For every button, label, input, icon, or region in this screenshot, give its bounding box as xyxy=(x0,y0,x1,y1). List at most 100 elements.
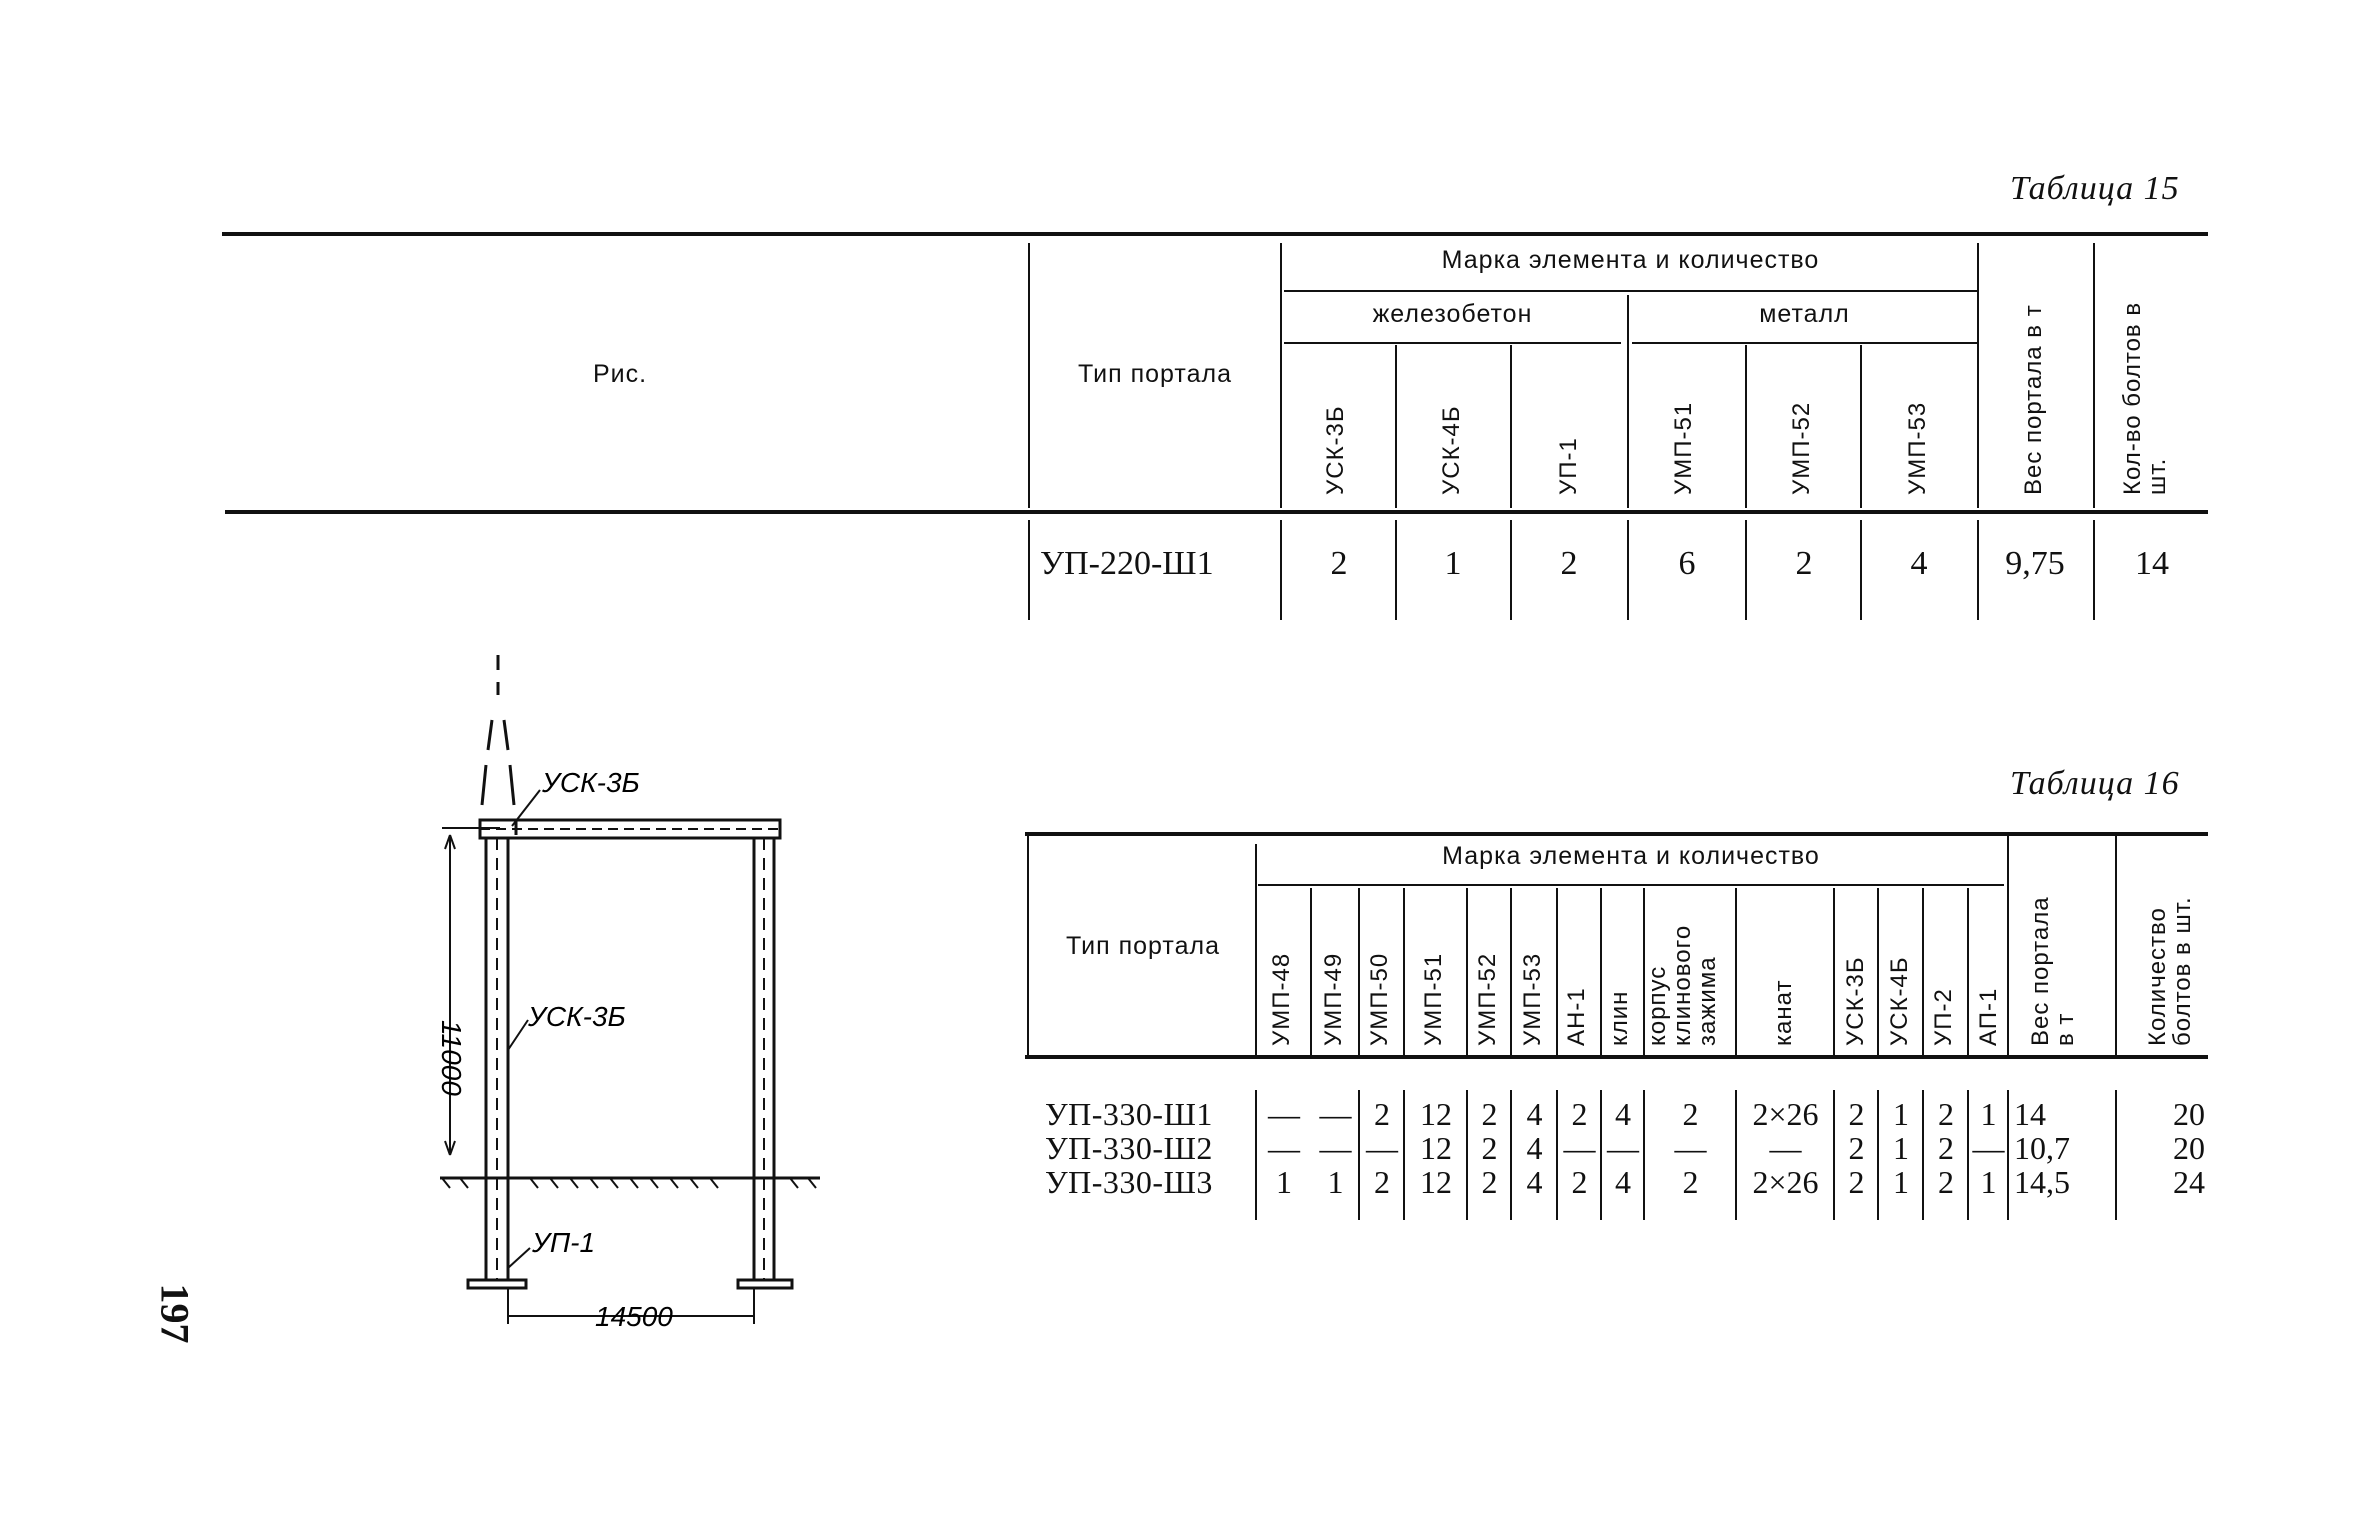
table16-element-header: корпус клинового зажима xyxy=(1644,886,1721,1046)
table16-cell: 1 xyxy=(1893,1164,1909,1200)
table16-vline xyxy=(1510,1090,1512,1220)
table16-cell: 1 xyxy=(1980,1164,1997,1200)
table16-bolts: 24 xyxy=(2173,1164,2205,1200)
table16-cell: 2 xyxy=(1848,1164,1865,1200)
table15-cell: 1 xyxy=(1444,545,1462,582)
table15-cell: 2 xyxy=(1330,545,1348,582)
table16-vline xyxy=(1466,888,1468,1056)
table16-vline xyxy=(1466,1090,1468,1220)
table16-vline xyxy=(1833,888,1835,1056)
table16-vline xyxy=(1967,888,1969,1056)
table16-cell: 2 xyxy=(1481,1164,1498,1200)
table16-vline xyxy=(1358,888,1360,1056)
table16-col-bolts: Количество болтов в шт. xyxy=(2144,836,2196,1046)
table16-cell: 12 xyxy=(1420,1096,1452,1132)
table15-vline xyxy=(1395,345,1397,508)
table15-element-header: УМП-53 xyxy=(1904,401,1931,495)
table16-element-header: УМП-48 xyxy=(1268,952,1295,1046)
table16-vline xyxy=(1643,1090,1645,1220)
table15-element-header: УМП-52 xyxy=(1788,401,1815,495)
table16-cell: 4 xyxy=(1615,1164,1631,1200)
table15-col-bolts: Кол-во болтов в шт. xyxy=(2119,265,2171,495)
table15-vline xyxy=(1745,345,1747,508)
table16-cell: — xyxy=(1972,1130,2005,1166)
lightning-rod xyxy=(478,655,518,835)
table16-element-header: канат xyxy=(1770,979,1797,1046)
table16-top-rule xyxy=(1025,832,2208,836)
table16-col-type: Тип портала xyxy=(1066,932,1220,960)
table16-cell: — xyxy=(1674,1130,1707,1166)
table15-vline xyxy=(1745,520,1747,620)
table16-weight: 14 xyxy=(2014,1096,2046,1132)
table16-cell: 2 xyxy=(1938,1130,1954,1166)
table16-cell: 2 xyxy=(1481,1130,1498,1166)
table16-vline xyxy=(1510,888,1512,1056)
table16-caption: Таблица 16 xyxy=(2010,765,2180,802)
table16-cell: — xyxy=(1319,1130,1352,1166)
table15-vline xyxy=(1280,520,1282,620)
table15-sub-concrete: железобетон xyxy=(1372,300,1533,328)
table15-vline xyxy=(1510,345,1512,508)
table16-vline xyxy=(1877,888,1879,1056)
table15-group-rule xyxy=(1284,290,1977,292)
table15-vline xyxy=(1627,520,1629,620)
table16-cell: 12 xyxy=(1420,1164,1452,1200)
table16-cell: 1 xyxy=(1893,1130,1909,1166)
table15-col-type: Тип портала xyxy=(1078,360,1232,388)
table16-vline xyxy=(1735,1090,1737,1220)
table16-col-weight: Вес портала в т xyxy=(2027,866,2079,1046)
table15-element-header: УМП-51 xyxy=(1670,401,1697,495)
table16-cell: 4 xyxy=(1526,1096,1543,1132)
table16-vline xyxy=(1922,888,1924,1056)
table16-cell: 2 xyxy=(1481,1096,1498,1132)
table16-element-header: УМП-50 xyxy=(1366,952,1393,1046)
table16-cell: 2×26 xyxy=(1752,1164,1819,1200)
table15-vline xyxy=(1977,520,1979,620)
table16-cell: 2 xyxy=(1571,1096,1588,1132)
table15-element-header: УСК-3Б xyxy=(1322,405,1349,495)
table16-vline xyxy=(1735,888,1737,1056)
table16-element-header: УСК-4Б xyxy=(1886,956,1913,1046)
table16-vline xyxy=(1877,1090,1879,1220)
table16-row-type: УП-330-Ш2 xyxy=(1045,1130,1213,1166)
table16-row-type: УП-330-Ш1 xyxy=(1045,1096,1213,1132)
table16-weight: 10,7 xyxy=(2014,1130,2070,1166)
table15-vline xyxy=(1977,243,1979,508)
table16-vline xyxy=(1600,888,1602,1056)
table16-vline xyxy=(1403,1090,1405,1220)
table16-vline xyxy=(1556,888,1558,1056)
table16-group-header: Марка элемента и количество xyxy=(1442,842,1820,870)
beam-label: УСК-3Б xyxy=(541,767,640,798)
table15-element-header: УП-1 xyxy=(1555,437,1582,495)
table16-element-header: УП-2 xyxy=(1930,988,1957,1046)
table16-cell: 2 xyxy=(1848,1130,1865,1166)
table16-cell: — xyxy=(1366,1130,1398,1166)
table16-cell: 1 xyxy=(1276,1164,1292,1200)
table15-vline xyxy=(1627,295,1629,508)
table15-vline xyxy=(1860,520,1862,620)
table16-vline xyxy=(1556,1090,1558,1220)
table15-sub-rule xyxy=(1284,342,1621,344)
table15-weight: 9,75 xyxy=(2005,545,2065,582)
table16-cell: — xyxy=(1769,1130,1802,1166)
table16-cell: — xyxy=(1268,1130,1300,1166)
table16-cell: 2 xyxy=(1374,1164,1390,1200)
table15-header-bottom-rule xyxy=(225,510,2208,514)
table16-vline xyxy=(1358,1090,1360,1220)
table16-element-header: УМП-52 xyxy=(1474,952,1501,1046)
table16-cell: 12 xyxy=(1420,1130,1452,1166)
table16-bolts: 20 xyxy=(2173,1130,2205,1166)
table16-col-weight-text: Вес портала в т xyxy=(2027,896,2079,1046)
table16-vline xyxy=(2007,1090,2009,1220)
table16-cell: 4 xyxy=(1526,1130,1543,1166)
table16-group-rule xyxy=(1258,884,2004,886)
table16-col-bolts-text: Количество болтов в шт. xyxy=(2144,896,2196,1046)
table15-vline xyxy=(1028,520,1030,620)
table16-weight: 14,5 xyxy=(2014,1164,2070,1200)
table15-bolts: 14 xyxy=(2135,545,2169,582)
table16-vline xyxy=(1255,1090,1257,1220)
table16-vline xyxy=(1600,1090,1602,1220)
table16-vline xyxy=(2115,836,2117,1056)
table16-vline xyxy=(1833,1090,1835,1220)
table15-vline xyxy=(1510,520,1512,620)
